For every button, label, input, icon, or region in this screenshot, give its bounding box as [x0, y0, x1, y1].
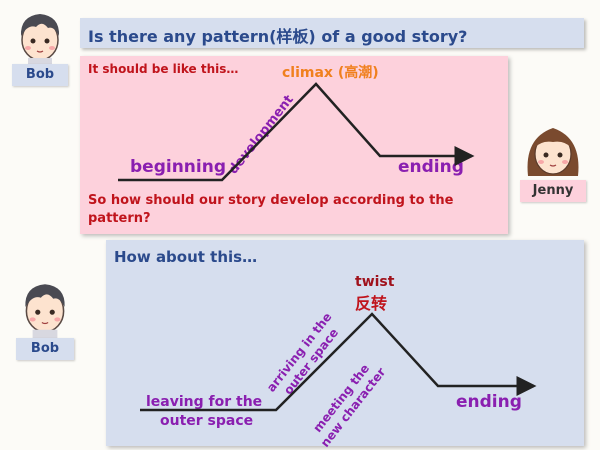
ending-label-1: ending: [398, 157, 464, 177]
story-pattern-panel: [80, 56, 508, 234]
jenny-avatar: [527, 128, 579, 176]
bob-name-tag-bottom: Bob: [16, 338, 74, 360]
outer-space-label: outer space: [160, 413, 254, 429]
title-bar: Is there any pattern(样板) of a good story…: [80, 18, 584, 48]
story2-heading: How about this…: [114, 248, 258, 266]
story1-question: So how should our story develop accordin…: [88, 193, 454, 226]
story-arc-1: [118, 82, 475, 182]
page-title: Is there any pattern(样板) of a good story…: [88, 27, 468, 46]
twist-label: twist: [355, 274, 395, 290]
twist-cn-label: 反转: [355, 294, 388, 313]
beginning-label: beginning: [130, 157, 226, 177]
bob-name-tag-top: Bob: [12, 64, 68, 86]
story1-intro: It should be like this…: [88, 62, 239, 76]
climax-label: climax (高潮): [282, 65, 379, 81]
story-arc-2: [140, 312, 537, 412]
ending-label-2: ending: [456, 392, 522, 412]
leaving-label: leaving for the: [146, 394, 263, 410]
bob-avatar-top: [20, 14, 60, 66]
jenny-name-tag: Jenny: [520, 180, 586, 202]
bob-avatar-bottom: [25, 284, 65, 338]
story-example-panel: [106, 240, 584, 446]
